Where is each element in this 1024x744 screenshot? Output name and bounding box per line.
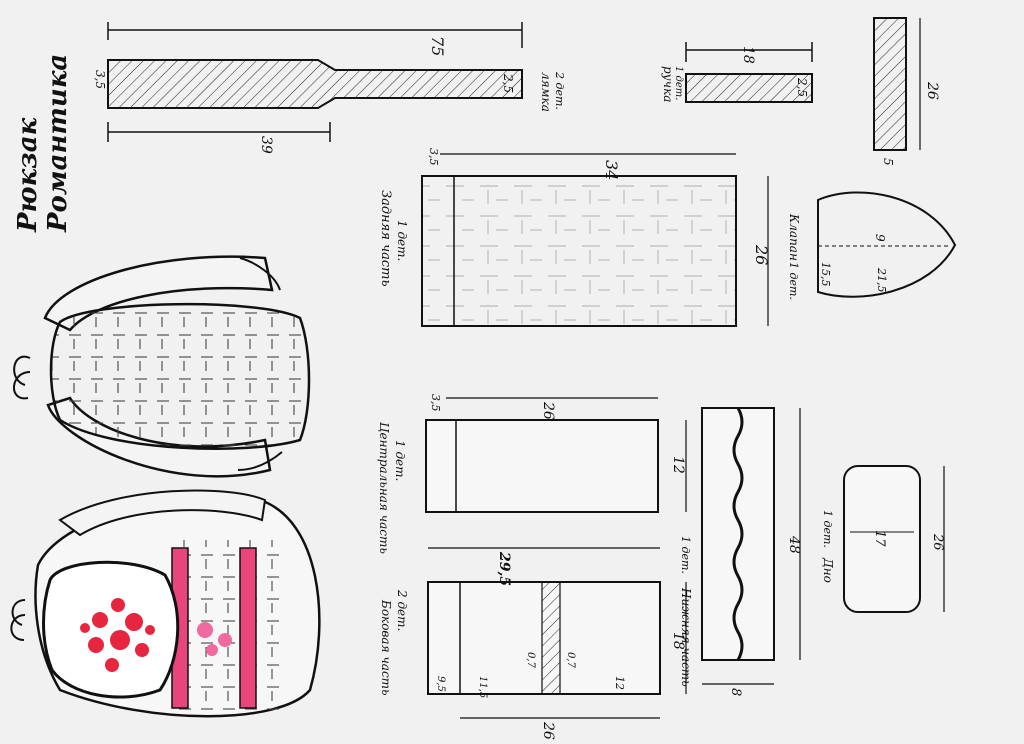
backpack-front-illustration [10,489,321,718]
flap-pattern: 9 15,5 21,5 Клапан 1 дет. [787,191,957,300]
flap-width: 9 [873,234,887,242]
bottom-part-count: 1 дет. [679,536,692,574]
flap-name: Клапан [787,213,801,261]
base-width: 17 [872,530,887,547]
side-m4: 0,7 [565,652,576,669]
title-line1: Рюкзак [13,117,43,233]
center-name: Центральная часть [377,422,391,554]
flap-count: 1 дет. [787,262,800,300]
handle-name: ручка [661,66,675,102]
strip26-width: 5 [881,158,895,166]
side-part-pattern: 29,5 18 26 9,5 11,5 0,7 0,7 12 Боковая ч… [379,547,687,740]
strip26-pattern: 26 5 [873,17,940,166]
strap-top-width: 3,5 [93,70,107,89]
bottom-part-pattern: 48 8 Нижняя часть 1 дет. [679,407,802,696]
center-part-pattern: 26 12 3,5 Центральная часть 1 дет. [377,394,687,554]
base-name: Дно [821,557,835,583]
base-count: 1 дет. [821,510,834,548]
side-count: 2 дет. [395,589,409,631]
side-m1: 9,5 [435,676,446,692]
back-strip: 3,5 [427,148,440,166]
center-count: 1 дет. [393,440,407,481]
handle-count: 1 дет. [673,66,684,100]
handle-length: 18 [740,46,756,64]
base-length: 26 [930,533,945,551]
title-block: Рюкзак Романтика [13,54,73,233]
side-m5: 12 [613,676,626,690]
strap-name: лямка [539,72,553,112]
back-count: 1 дет. [395,220,409,261]
strip26-length: 26 [924,81,940,100]
bottom-part-height: 8 [728,688,743,696]
center-strip: 3,5 [429,394,442,412]
flap-side-a: 15,5 [819,262,832,287]
strap-pattern: 75 39 3,5 2,5 лямка 2 дет. [93,22,566,154]
center-length: 26 [540,401,556,420]
center-height: 12 [670,456,686,474]
strap-length: 75 [428,36,447,56]
title-line2: Романтика [43,54,73,233]
back-part-pattern: 34 26 3,5 Задняя часть 1 дет. [378,148,771,327]
strap-count: 2 дет. [553,71,566,110]
strap-width: 2,5 [501,73,515,93]
strap-taper: 39 [258,136,274,154]
side-height: 18 [670,632,686,650]
side-m2: 11,5 [477,676,488,698]
side-m3: 0,7 [525,652,536,669]
handle-width: 2,5 [795,77,809,97]
side-length: 29,5 [496,551,512,586]
bottom-part-name: Нижняя часть [679,587,693,687]
bottom-part-length: 48 [786,535,802,554]
side-name: Боковая часть [379,599,393,696]
backpack-back-illustration [13,255,311,478]
base-pattern: 17 26 Дно 1 дет. [821,465,945,613]
handle-pattern: 18 2,5 ручка 1 дет. [661,42,813,103]
back-length: 34 [602,160,621,180]
back-height: 26 [752,244,771,265]
back-name: Задняя часть [378,190,393,287]
flap-side-b: 21,5 [875,267,888,293]
side-base: 26 [540,721,556,740]
